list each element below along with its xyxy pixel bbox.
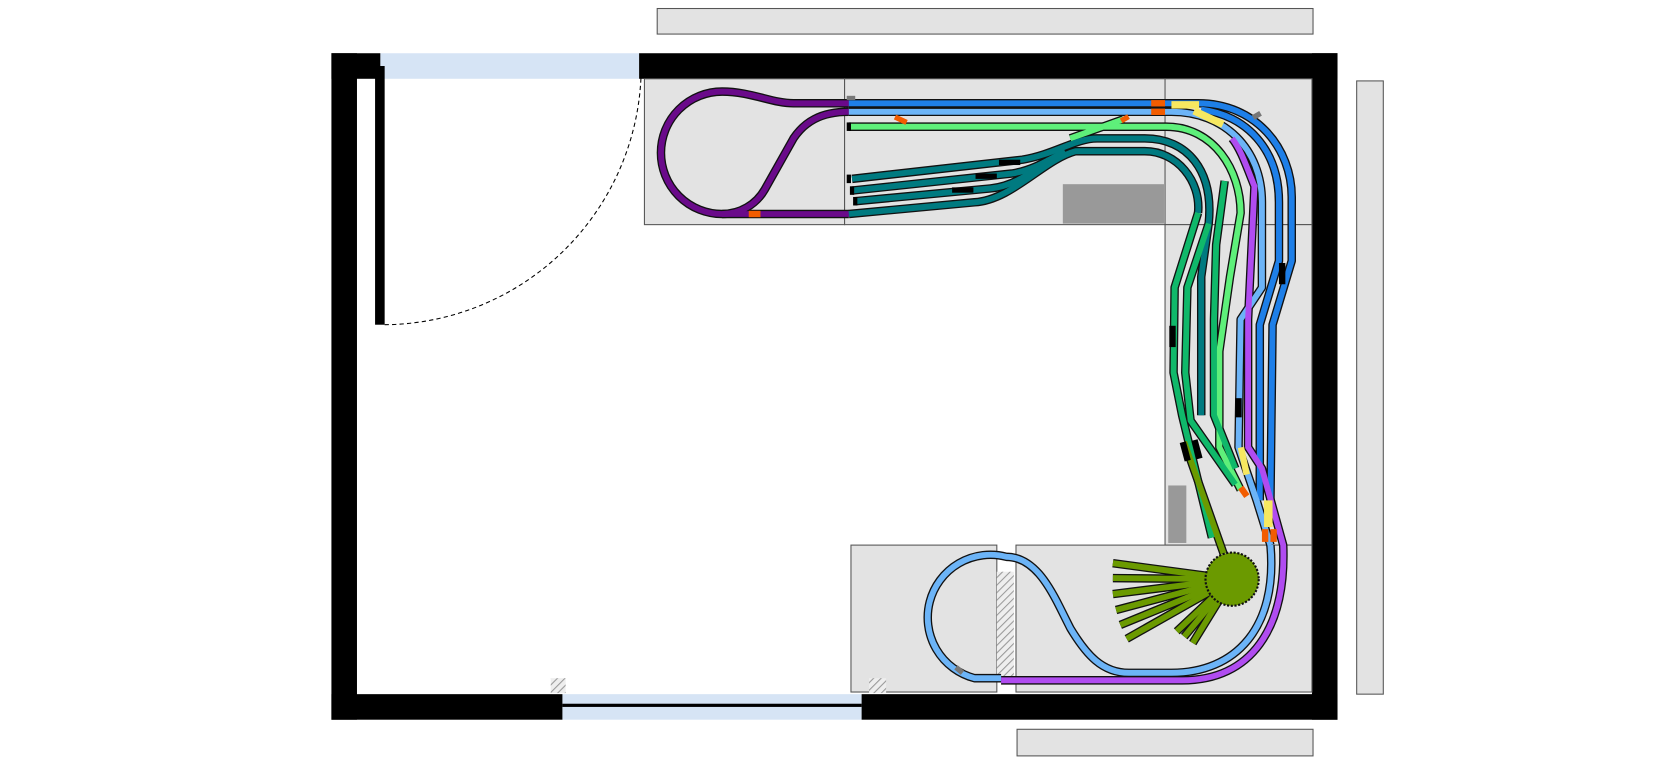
track-purple-branch[interactable] (722, 108, 849, 217)
track-teal-main[interactable] (851, 135, 1213, 416)
door-opening (380, 53, 640, 79)
track-light-blue-bottom[interactable] (924, 544, 1275, 682)
top-shelf (656, 7, 1314, 35)
bottom-shelf (1016, 728, 1314, 757)
track-green-2[interactable] (1182, 222, 1238, 487)
track-purple-loop[interactable] (658, 88, 849, 217)
track-light-green-crossover[interactable] (1069, 116, 1125, 142)
building-block (1168, 485, 1187, 543)
hatched-support (869, 678, 887, 694)
door-leaf[interactable] (375, 66, 385, 325)
track-light-green[interactable] (848, 123, 1244, 492)
track-dark-blue-outer[interactable] (848, 100, 1295, 501)
track-markers (748, 95, 1286, 675)
building-block (1062, 184, 1164, 224)
room-walls (331, 53, 1338, 720)
track-violet[interactable] (1001, 136, 1287, 684)
door-swing-arc (384, 66, 642, 326)
track-teal-main-2[interactable] (848, 148, 1202, 217)
hatched-support (996, 571, 1014, 678)
hatched-support (550, 678, 566, 694)
turntable[interactable] (1204, 551, 1260, 607)
right-shelf (1356, 80, 1384, 695)
track-green-3[interactable] (1211, 180, 1239, 470)
track-dark-blue-inner[interactable] (1200, 106, 1282, 501)
track-teal-siding[interactable] (854, 157, 1051, 205)
turntable-lead[interactable] (1181, 440, 1227, 555)
